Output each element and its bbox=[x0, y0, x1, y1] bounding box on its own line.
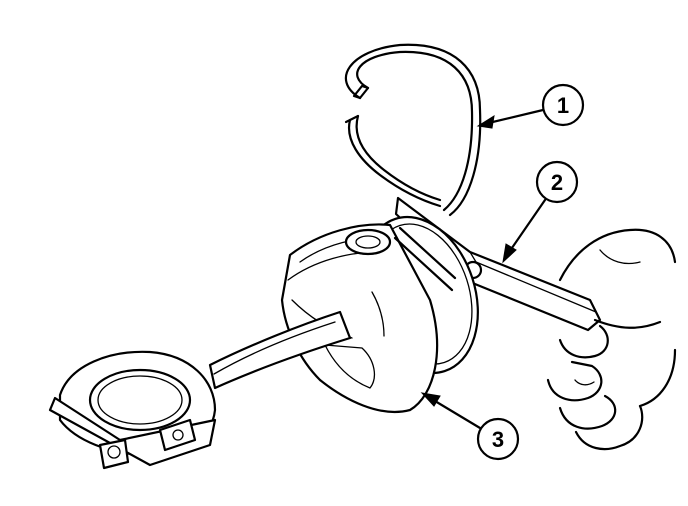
callout-2-circle bbox=[535, 160, 579, 204]
callout-2-label: 2 bbox=[551, 170, 563, 195]
callout-3-circle bbox=[476, 417, 520, 461]
callout-1-circle bbox=[541, 83, 585, 127]
hand bbox=[546, 228, 677, 451]
callout-3-label: 3 bbox=[492, 427, 504, 452]
callout-1-label: 1 bbox=[557, 93, 569, 118]
piston-ring bbox=[344, 43, 482, 217]
connecting-rod bbox=[48, 310, 352, 470]
callout-3: 3 bbox=[420, 392, 520, 461]
piston bbox=[280, 215, 479, 414]
callout-1: 1 bbox=[476, 83, 585, 129]
callout-2: 2 bbox=[502, 160, 579, 264]
